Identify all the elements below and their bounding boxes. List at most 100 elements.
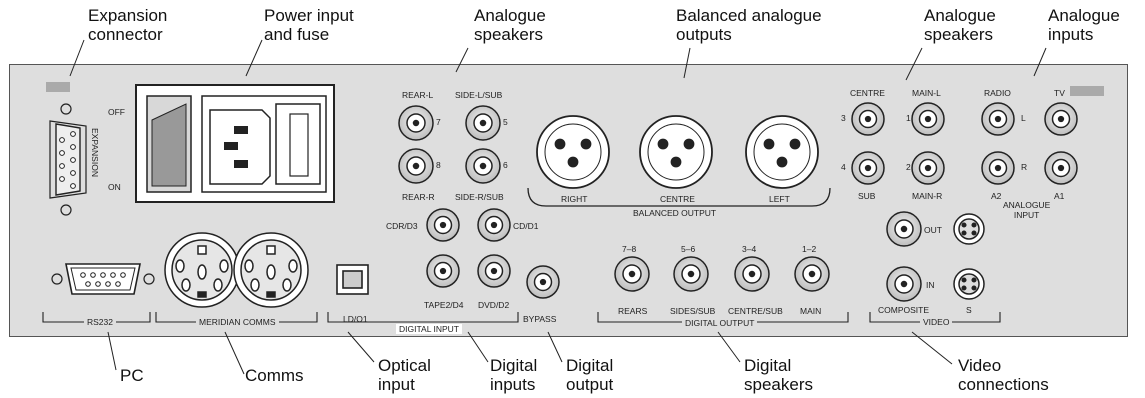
digital-out-centre-jack[interactable] xyxy=(734,256,770,292)
expansion-connector-callout: Expansion connector xyxy=(88,6,168,44)
xlr-right[interactable] xyxy=(536,115,610,189)
centre-label: CENTRE xyxy=(850,88,885,98)
balanced-xlr-group xyxy=(536,115,819,189)
side-l-sub-label: SIDE-L/SUB xyxy=(455,90,503,100)
meridian-comms-din-1[interactable] xyxy=(164,232,240,308)
dvd-d2-jack[interactable] xyxy=(477,254,511,288)
s-video-out[interactable] xyxy=(953,213,985,245)
off-label: OFF xyxy=(108,107,125,117)
analogue-speaker-rca-group xyxy=(398,105,501,184)
meridian-comms-label: MERIDIAN COMMS xyxy=(196,317,279,327)
d78-label: 7–8 xyxy=(622,244,637,254)
composite-label: COMPOSITE xyxy=(878,305,930,315)
expansion-label: EXPANSION xyxy=(90,128,100,177)
a2-r-jack[interactable] xyxy=(981,151,1015,185)
on-label: ON xyxy=(108,182,121,192)
rear-r-label: REAR-R xyxy=(402,192,435,202)
optical-ld-o1-port[interactable] xyxy=(336,264,369,295)
video-out-label: OUT xyxy=(924,225,942,235)
xlr-left[interactable] xyxy=(745,115,819,189)
digital-speakers-callout: Digital speakers xyxy=(744,356,813,394)
analogue-speakers-callout: Analogue speakers xyxy=(474,6,546,44)
num-4-label: 4 xyxy=(841,162,846,172)
rs232-port[interactable] xyxy=(51,263,155,295)
rear-l-label: REAR-L xyxy=(402,90,434,100)
num-6-label: 6 xyxy=(503,160,508,170)
analogue-input-label: ANALOGUE INPUT xyxy=(1003,200,1051,220)
meridian-comms-din-2[interactable] xyxy=(233,232,309,308)
centre-sub-label: CENTRE/SUB xyxy=(728,306,783,316)
digital-out-rears-jack[interactable] xyxy=(614,256,650,292)
digital-output-label: DIGITAL OUTPUT xyxy=(682,318,758,328)
tape2-d4-label: TAPE2/D4 xyxy=(424,300,464,310)
ld-o1-label: LD/O1 xyxy=(343,314,368,324)
balanced-output-label: BALANCED OUTPUT xyxy=(630,208,720,218)
d56-label: 5–6 xyxy=(681,244,696,254)
cdr-d3-jack[interactable] xyxy=(426,208,460,242)
digital-out-main-jack[interactable] xyxy=(794,256,830,292)
sub-label: SUB xyxy=(858,191,876,201)
main-l-1-jack[interactable] xyxy=(911,102,945,136)
num-7-label: 7 xyxy=(436,117,441,127)
a1-label: A1 xyxy=(1054,191,1065,201)
r-channel-label: R xyxy=(1021,162,1028,172)
bypass-label: BYPASS xyxy=(523,314,557,324)
main-r-2-jack[interactable] xyxy=(911,151,945,185)
tv-l-jack[interactable] xyxy=(1044,102,1078,136)
bypass-jack[interactable] xyxy=(526,265,560,299)
sides-sub-label: SIDES/SUB xyxy=(670,306,716,316)
xlr-centre[interactable] xyxy=(639,115,713,189)
tape2-d4-jack[interactable] xyxy=(426,254,460,288)
leader-lines xyxy=(69,39,1047,375)
video-connections-callout: Video connections xyxy=(958,356,1049,394)
a2-label: A2 xyxy=(991,191,1002,201)
rears-label: REARS xyxy=(618,306,648,316)
side-l-sub-jack[interactable] xyxy=(465,105,501,141)
num-3-label: 3 xyxy=(841,113,846,123)
analogue-speakers-right-callout: Analogue speakers xyxy=(924,6,996,44)
s-video-label: S xyxy=(966,305,972,315)
num-1-label: 1 xyxy=(906,113,911,123)
digital-inputs-callout: Digital inputs xyxy=(490,356,538,394)
pc-callout: PC xyxy=(120,366,144,385)
optical-input-callout: Optical input xyxy=(378,356,431,394)
video-label: VIDEO xyxy=(920,317,953,327)
cd-d1-label: CD/D1 xyxy=(513,221,539,231)
sub-4-jack[interactable] xyxy=(851,151,885,185)
digital-output-callout: Digital output xyxy=(566,356,614,394)
expansion-connector[interactable] xyxy=(49,103,87,216)
s-video-in[interactable] xyxy=(953,268,985,300)
num-5-label: 5 xyxy=(503,117,508,127)
rear-l-jack[interactable] xyxy=(398,105,434,141)
video-in-label: IN xyxy=(926,280,935,290)
analogue-inputs-callout: Analogue inputs xyxy=(1048,6,1120,44)
cd-d1-jack[interactable] xyxy=(477,208,511,242)
centre-3-jack[interactable] xyxy=(851,102,885,136)
xlr-right-label: RIGHT xyxy=(561,194,588,204)
digital-input-label: DIGITAL INPUT xyxy=(396,324,462,334)
main-l-label: MAIN-L xyxy=(912,88,941,98)
xlr-left-label: LEFT xyxy=(769,194,790,204)
xlr-centre-label: CENTRE xyxy=(660,194,695,204)
digital-out-sides-jack[interactable] xyxy=(673,256,709,292)
power-input-callout: Power input and fuse xyxy=(264,6,354,44)
tv-label: TV xyxy=(1054,88,1065,98)
composite-in-jack[interactable] xyxy=(886,266,922,302)
composite-out-jack[interactable] xyxy=(886,211,922,247)
cdr-d3-label: CDR/D3 xyxy=(386,221,418,231)
side-r-sub-jack[interactable] xyxy=(465,148,501,184)
a1-r-jack[interactable] xyxy=(1044,151,1078,185)
comms-callout: Comms xyxy=(245,366,304,385)
num-8-label: 8 xyxy=(436,160,441,170)
l-channel-label: L xyxy=(1021,113,1026,123)
d34-label: 3–4 xyxy=(742,244,757,254)
main-r-label: MAIN-R xyxy=(912,191,943,201)
side-r-sub-label: SIDE-R/SUB xyxy=(455,192,504,202)
radio-l-jack[interactable] xyxy=(981,102,1015,136)
d12-label: 1–2 xyxy=(802,244,817,254)
power-inlet[interactable] xyxy=(135,84,335,203)
rs232-label: RS232 xyxy=(84,317,116,327)
rear-r-jack[interactable] xyxy=(398,148,434,184)
main-label: MAIN xyxy=(800,306,822,316)
